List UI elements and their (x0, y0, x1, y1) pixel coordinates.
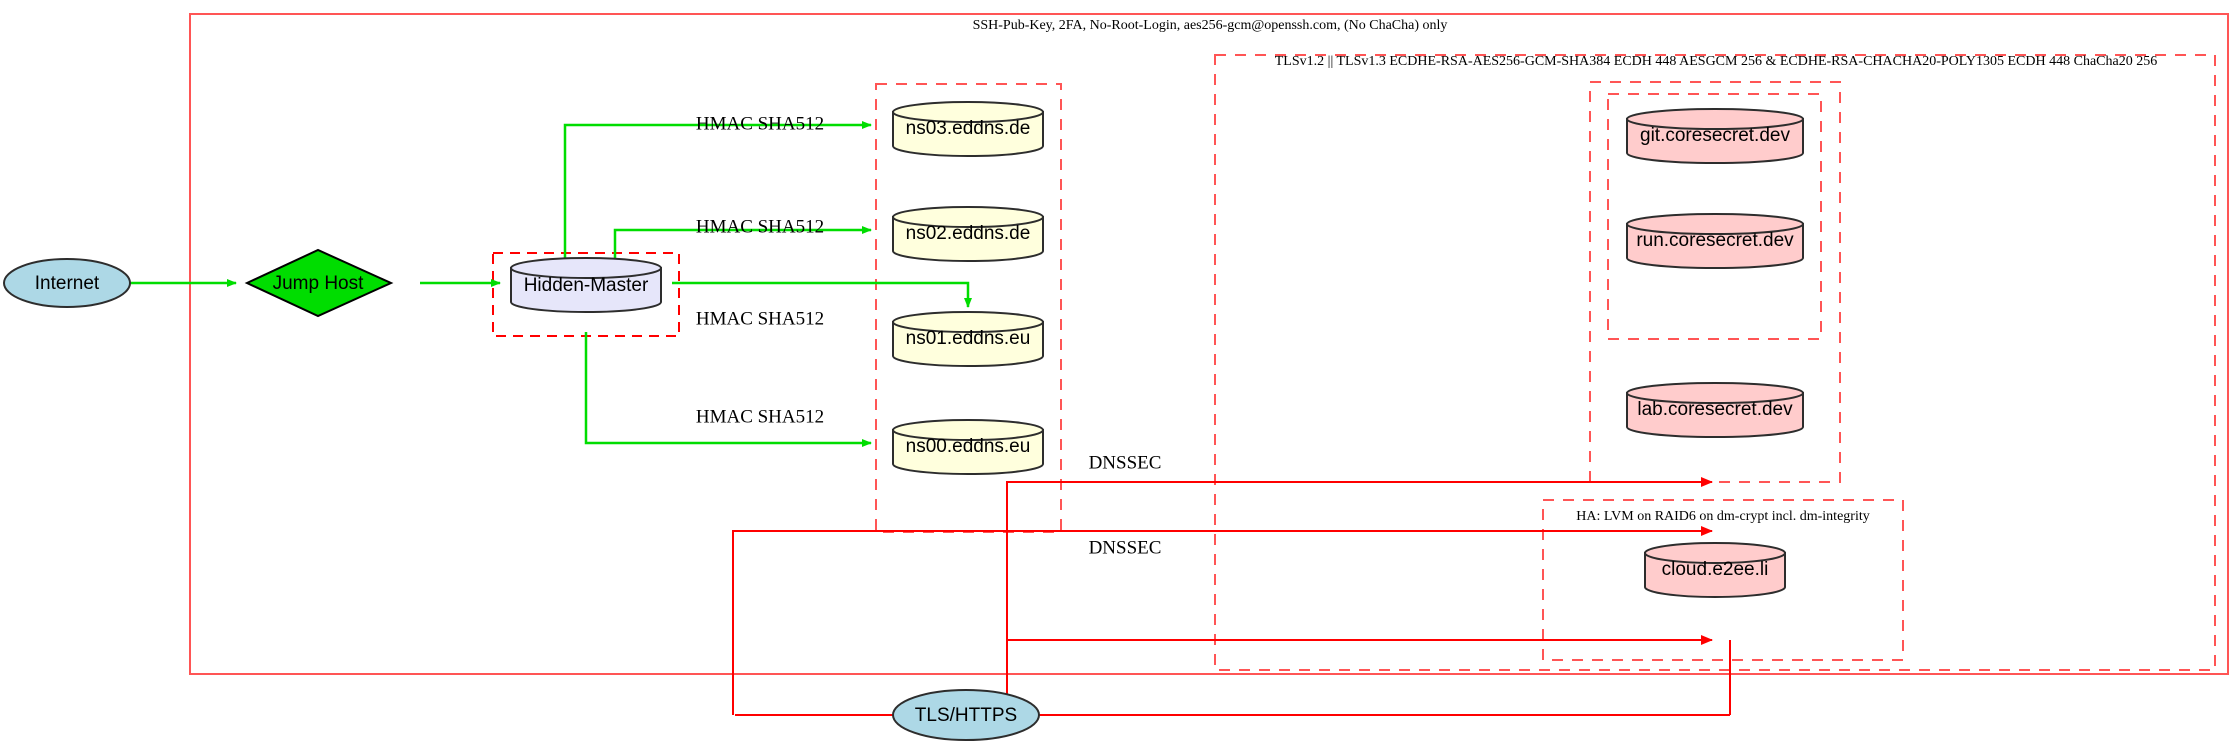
node-ns01-label: ns01.eddns.eu (906, 328, 1031, 349)
edge-dnssec-lower: DNSSEC (732, 526, 1713, 715)
cluster-ssh-outer: SSH-Pub-Key, 2FA, No-Root-Login, aes256-… (189, 13, 2229, 675)
node-cloud-e2ee[interactable]: cloud.e2ee.li (1644, 542, 1786, 598)
edge-tls-https-to-right (735, 635, 1731, 716)
node-internet[interactable]: Internet (3, 258, 131, 308)
node-ns00-label: ns00.eddns.eu (906, 436, 1031, 457)
edge-hiddenmaster-to-ns03: HMAC SHA512 (563, 113, 872, 258)
node-jump-host-label: Jump Host (273, 273, 365, 294)
node-internet-label: Internet (35, 273, 100, 294)
edge-label-dnssec-1: DNSSEC (1089, 452, 1162, 473)
node-cloud-e2ee-label: cloud.e2ee.li (1662, 559, 1769, 580)
cluster-ssh-outer-label: SSH-Pub-Key, 2FA, No-Root-Login, aes256-… (973, 18, 1448, 33)
cluster-ha: HA: LVM on RAID6 on dm-crypt incl. dm-in… (1542, 499, 1904, 661)
edge-label-hmac-2: HMAC SHA512 (696, 216, 824, 237)
node-ns02-label: ns02.eddns.de (906, 223, 1031, 244)
edge-hiddenmaster-to-ns01: HMAC SHA512 (672, 281, 972, 329)
cluster-tls-outer: TLSv1.2 || TLSv1.3 ECDHE-RSA-AES256-GCM-… (1214, 54, 2216, 671)
edge-label-hmac-3: HMAC SHA512 (696, 308, 824, 329)
edge-label-hmac-1: HMAC SHA512 (696, 113, 824, 134)
node-ns03-label: ns03.eddns.de (906, 118, 1031, 139)
edge-label-dnssec-2: DNSSEC (1089, 537, 1162, 558)
node-git-coresecret[interactable]: git.coresecret.dev (1626, 108, 1804, 164)
edge-label-hmac-4: HMAC SHA512 (696, 406, 824, 427)
node-ns03[interactable]: ns03.eddns.de (892, 101, 1044, 157)
node-ns02[interactable]: ns02.eddns.de (892, 206, 1044, 262)
node-git-coresecret-label: git.coresecret.dev (1640, 125, 1790, 146)
cluster-ha-label: HA: LVM on RAID6 on dm-crypt incl. dm-in… (1576, 509, 1869, 524)
node-ns00[interactable]: ns00.eddns.eu (892, 419, 1044, 475)
node-jump-host[interactable]: Jump Host (244, 248, 394, 318)
node-hidden-master[interactable]: Hidden-Master (510, 257, 662, 313)
edge-hiddenmaster-to-ns02: HMAC SHA512 (613, 216, 872, 258)
cluster-coresecret-inner (1607, 93, 1822, 340)
node-lab-coresecret[interactable]: lab.coresecret.dev (1626, 382, 1804, 438)
cluster-coresecret-outer (1589, 81, 1841, 483)
node-tls-https[interactable]: TLS/HTTPS (892, 689, 1040, 741)
node-run-coresecret-label: run.coresecret.dev (1636, 230, 1794, 251)
node-run-coresecret[interactable]: run.coresecret.dev (1626, 213, 1804, 269)
node-lab-coresecret-label: lab.coresecret.dev (1637, 399, 1793, 420)
node-ns01[interactable]: ns01.eddns.eu (892, 311, 1044, 367)
edge-hiddenmaster-to-ns00: HMAC SHA512 (584, 332, 872, 447)
cluster-tls-outer-label: TLSv1.2 || TLSv1.3 ECDHE-RSA-AES256-GCM-… (1275, 54, 2157, 69)
edge-dnssec-upper: DNSSEC (1006, 452, 1713, 715)
node-hidden-master-label: Hidden-Master (524, 275, 649, 296)
node-tls-https-label: TLS/HTTPS (915, 705, 1017, 726)
